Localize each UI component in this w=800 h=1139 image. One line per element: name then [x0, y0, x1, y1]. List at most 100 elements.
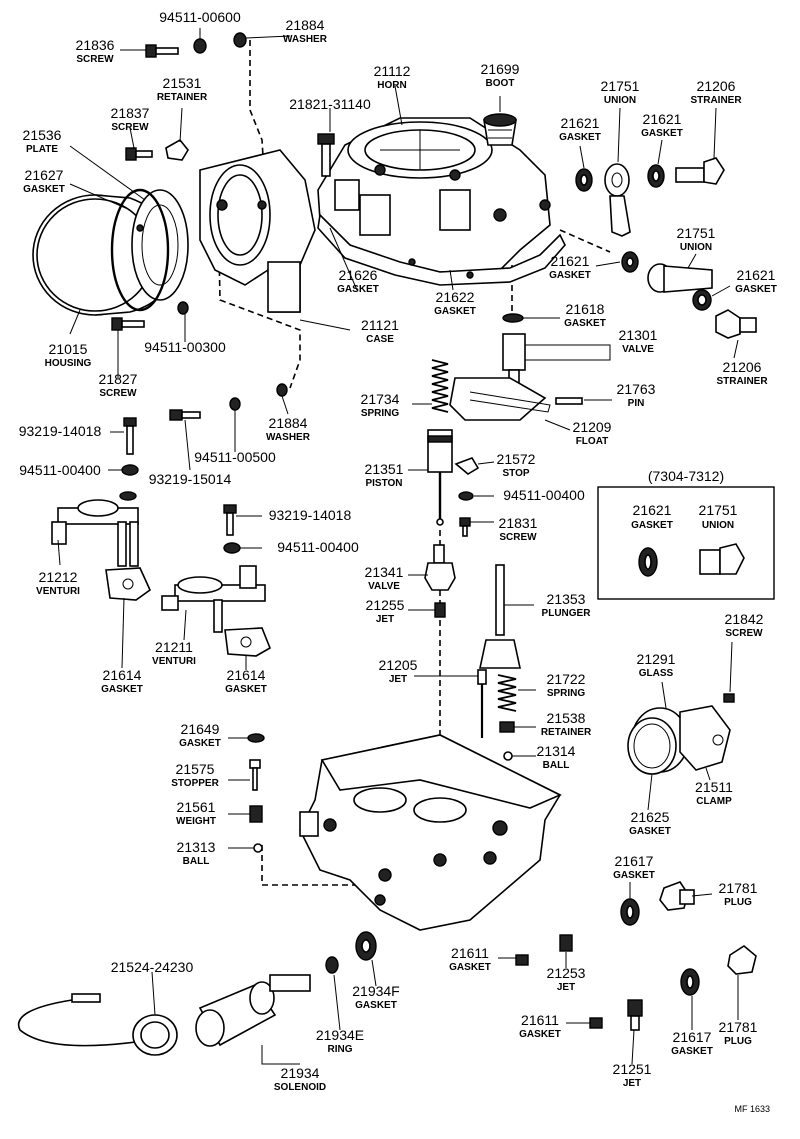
part-number: 21649: [181, 721, 220, 737]
part-name: PIN: [628, 398, 645, 409]
part-name: VALVE: [622, 344, 654, 355]
part-number: 21617: [673, 1029, 712, 1045]
part-number: 21351: [365, 461, 404, 477]
part-name: SCREW: [99, 388, 137, 399]
part-name: CLAMP: [696, 796, 732, 807]
part-label: 93219-15014: [149, 471, 232, 487]
part-name: PLUNGER: [542, 608, 592, 619]
part-number: 21884: [286, 17, 325, 33]
part-gasket-21627: [110, 188, 170, 312]
part-number: 21781: [719, 880, 758, 896]
part-float: [449, 377, 583, 421]
part-gasket-rings-top: [575, 164, 712, 311]
part-label: 21821-31140: [289, 96, 371, 112]
part-venturi-21212: [51, 491, 139, 567]
part-plunger: [479, 564, 521, 669]
part-number: 21121: [361, 317, 399, 333]
part-name: WASHER: [266, 432, 311, 443]
part-name: SCREW: [725, 628, 763, 639]
part-name: SOLENOID: [274, 1082, 326, 1093]
part-number: 21211: [155, 639, 193, 655]
part-number: 21205: [379, 657, 418, 673]
part-name: JET: [623, 1078, 641, 1089]
part-number: 21934F: [352, 983, 399, 999]
part-name: JET: [389, 674, 407, 685]
footer-code: MF 1633: [734, 1104, 770, 1114]
part-number: 21212: [39, 569, 78, 585]
part-number: 21626: [339, 267, 378, 283]
part-name: STOP: [502, 468, 529, 479]
part-name: STRAINER: [716, 376, 768, 387]
part-name: RETAINER: [541, 727, 592, 738]
part-name: RETAINER: [157, 92, 208, 103]
part-number: 21884: [269, 415, 308, 431]
part-name: WASHER: [283, 34, 328, 45]
part-name: GASKET: [564, 318, 606, 329]
part-number: 21781: [719, 1019, 758, 1035]
part-venturi-21211: [161, 565, 266, 633]
part-main-body: [299, 734, 562, 931]
part-number: 21837: [111, 105, 150, 121]
part-name: PISTON: [365, 478, 402, 489]
part-label: 94511-00300: [144, 339, 226, 355]
part-number: 21821-31140: [289, 96, 371, 112]
part-plugs-gaskets-br: [515, 881, 757, 1031]
inset-box: (7304-7312) 21621 GASKET 21751 UNION: [631, 468, 738, 531]
part-number: 21291: [637, 651, 676, 667]
part-small-left-column: [247, 733, 265, 853]
part-name: GASKET: [671, 1046, 713, 1057]
part-name: JET: [376, 614, 394, 625]
part-number: 21614: [227, 667, 266, 683]
part-name: STRAINER: [690, 95, 742, 106]
part-number: 21614: [103, 667, 142, 683]
part-name: SPRING: [547, 688, 586, 699]
part-number: 21699: [481, 61, 520, 77]
part-number: 93219-14018: [19, 423, 102, 439]
inset-label-name: UNION: [702, 520, 734, 531]
part-number: 21934E: [316, 1027, 364, 1043]
part-number: 93219-14018: [269, 507, 352, 523]
part-name: BALL: [183, 856, 210, 867]
part-name: GASKET: [434, 306, 476, 317]
part-union-top: [604, 163, 631, 237]
part-name: JET: [557, 982, 575, 993]
part-number: 21831: [499, 515, 538, 531]
part-name: VENTURI: [36, 586, 80, 597]
part-valve-21301: [502, 313, 526, 385]
part-name: GASKET: [549, 270, 591, 281]
part-name: UNION: [680, 242, 712, 253]
inset-parts: [597, 486, 775, 600]
part-name: GASKET: [355, 1000, 397, 1011]
part-label: 94511-00400: [503, 487, 585, 503]
part-number: 94511-00500: [194, 449, 276, 465]
part-number: 94511-00400: [503, 487, 585, 503]
inset-label-number: 21751: [699, 502, 738, 518]
part-number: 21314: [537, 743, 576, 759]
part-number: 21353: [547, 591, 586, 607]
